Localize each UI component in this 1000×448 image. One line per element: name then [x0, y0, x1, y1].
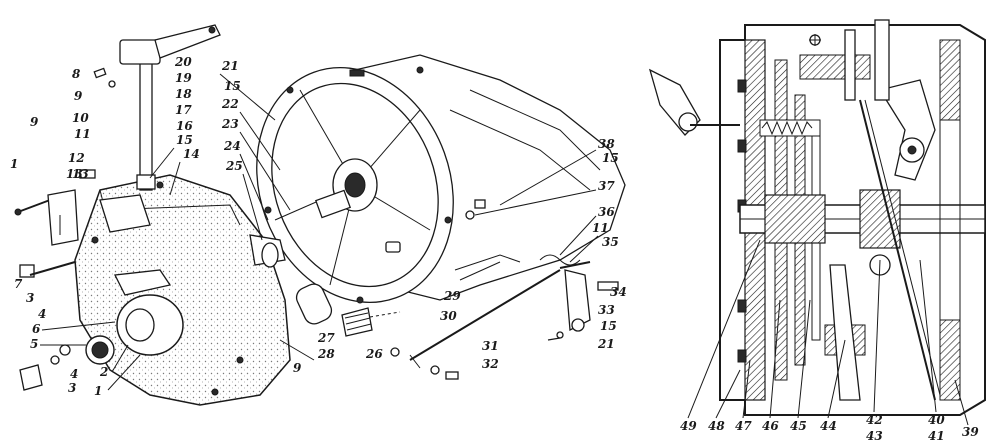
callout-25: 25: [225, 159, 243, 173]
callout-7: 7: [14, 277, 23, 291]
callout-2: 2: [99, 365, 108, 379]
callout-43: 43: [866, 429, 883, 443]
gearbox-housing: [256, 54, 626, 304]
callout-33: 33: [598, 303, 615, 317]
callout-34: 34: [610, 285, 627, 299]
callout-9b: 9: [30, 115, 39, 129]
callout-labels-right: 39 40 41 42 43 44 45 46 47 48 49: [680, 239, 979, 443]
callout-46: 46: [762, 419, 779, 433]
callout-21b: 21: [597, 337, 615, 351]
callout-4b: 4: [70, 367, 78, 381]
callout-15b: 15: [224, 79, 241, 93]
callout-1b: 1: [94, 384, 102, 398]
callout-23: 23: [221, 117, 239, 131]
callout-labels-left: 1 1 2 3 3 4 4 5 6 7 8 9 9 9 10 11 11 12 …: [10, 55, 627, 398]
sectional-view: 39 40 41 42 43 44 45 46 47 48 49: [648, 19, 986, 443]
callout-42: 42: [866, 413, 883, 427]
callout-13a: 13: [66, 167, 83, 181]
callout-15d: 15: [600, 319, 617, 333]
callout-36: 36: [598, 205, 615, 219]
callout-49: 49: [680, 419, 697, 433]
callout-12: 12: [68, 151, 85, 165]
cross-shaft-lever: [119, 24, 221, 191]
callout-26: 26: [365, 347, 383, 361]
callout-31: 31: [482, 339, 499, 353]
callout-32: 32: [482, 357, 499, 371]
callout-3b: 3: [68, 381, 76, 395]
callout-1a: 1: [10, 157, 18, 171]
small-parts-left: [14, 67, 116, 391]
callout-15a: 15: [176, 133, 193, 147]
callout-19: 19: [175, 71, 192, 85]
callout-28: 28: [317, 347, 335, 361]
callout-13b: 13: [72, 167, 89, 181]
small-parts-middle: [295, 199, 619, 380]
callout-16: 16: [176, 119, 193, 133]
callout-5: 5: [30, 337, 38, 351]
callout-9c: 9: [293, 361, 302, 375]
clutch-housing: [74, 174, 291, 406]
callout-3a: 3: [26, 291, 34, 305]
callout-22: 22: [221, 97, 239, 111]
callout-35: 35: [602, 235, 619, 249]
callout-20: 20: [174, 55, 192, 69]
callout-9a: 9: [74, 89, 83, 103]
callout-48: 48: [708, 419, 725, 433]
callout-40: 40: [928, 413, 945, 427]
callout-17: 17: [175, 103, 192, 117]
callout-14: 14: [183, 147, 200, 161]
callout-15c: 15: [602, 151, 619, 165]
callout-6: 6: [32, 322, 41, 336]
exploded-view: 1 1 2 3 3 4 4 5 6 7 8 9 9 9 10 11 11 12 …: [10, 24, 627, 406]
callout-37: 37: [598, 179, 615, 193]
callout-18: 18: [175, 87, 192, 101]
callout-11a: 11: [74, 127, 91, 141]
callout-39: 39: [962, 425, 979, 439]
callout-8: 8: [72, 67, 81, 81]
callout-30: 30: [440, 309, 457, 323]
callout-24: 24: [223, 139, 241, 153]
callout-41: 41: [928, 429, 945, 443]
callout-10: 10: [72, 111, 89, 125]
callout-45: 45: [790, 419, 807, 433]
callout-44: 44: [820, 419, 837, 433]
callout-21a: 21: [221, 59, 239, 73]
callout-11b: 11: [592, 221, 609, 235]
callout-27: 27: [317, 331, 335, 345]
callout-47: 47: [735, 419, 752, 433]
callout-38: 38: [598, 137, 615, 151]
callout-4a: 4: [38, 307, 46, 321]
callout-29: 29: [443, 289, 461, 303]
